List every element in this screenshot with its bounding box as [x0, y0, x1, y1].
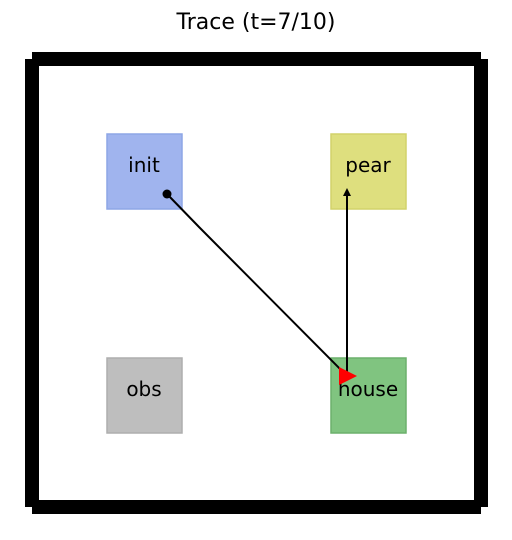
trace-end-arrowhead	[343, 188, 351, 196]
agent-marker	[339, 367, 357, 385]
region-pear-box	[330, 133, 407, 210]
region-obs: obs	[106, 357, 183, 434]
region-house-label: house	[338, 377, 398, 401]
region-pear-label: pear	[345, 153, 391, 177]
arena-walls	[25, 52, 488, 514]
region-obs-label: obs	[126, 377, 161, 401]
region-obs-box	[106, 357, 183, 434]
trace-path	[166, 192, 348, 379]
region-pear: pear	[330, 133, 407, 210]
plot-title: Trace (t=7/10)	[176, 10, 336, 35]
region-init-label: init	[128, 153, 160, 177]
region-init: init	[106, 133, 183, 210]
trace-start-marker	[162, 189, 172, 199]
